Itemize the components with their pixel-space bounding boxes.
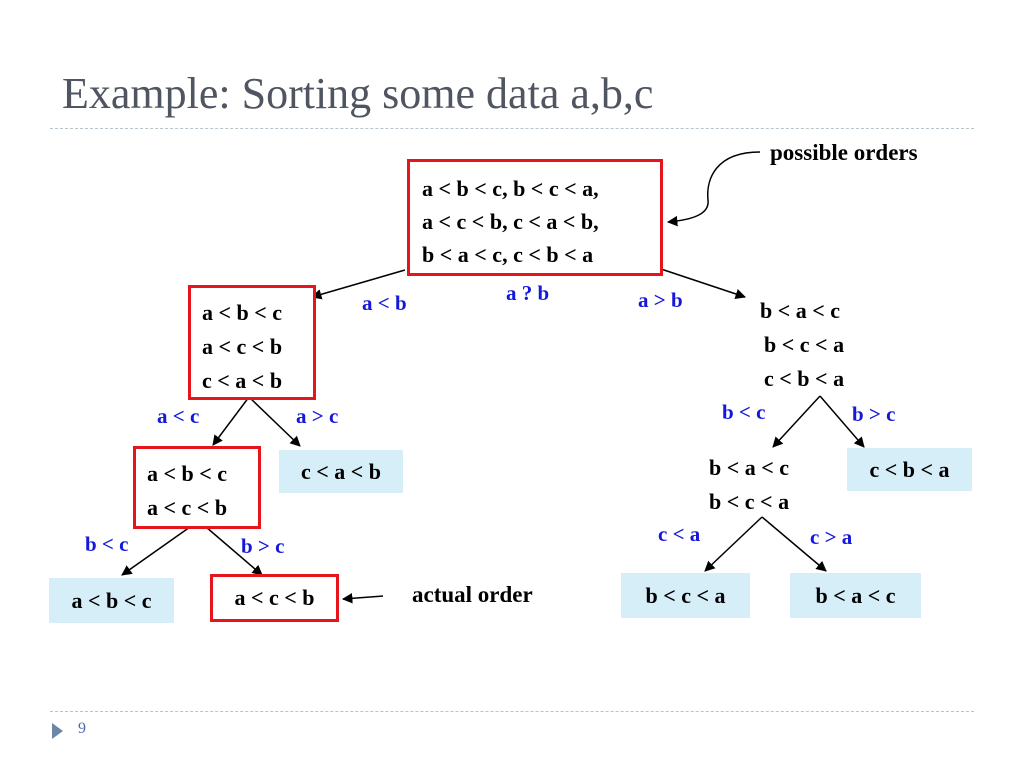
pointer-possible-orders: [666, 151, 761, 227]
root-node-line: a < b < c, b < c < a,: [422, 176, 599, 201]
edge-label-a-gt-c: a > c: [296, 404, 339, 428]
leaf-b-c-a: b < c < a: [621, 573, 750, 618]
right-node: b < a < c b < c < a c < b < a: [760, 294, 880, 396]
left-node: a < b < c a < c < b c < a < b: [188, 285, 316, 400]
bullet-triangle-icon: [52, 723, 63, 739]
edge-label-c-gt-a: c > a: [810, 525, 853, 549]
edge-label-a-gt-b: a > b: [638, 288, 683, 312]
root-node: a < b < c, b < c < a, a < c < b, c < a <…: [407, 159, 663, 276]
root-comparison-label: a ? b: [506, 281, 550, 305]
edge-leftleft-left: [121, 526, 191, 576]
edge-rightleft-left: [704, 516, 763, 572]
edge-root-right: [654, 266, 746, 299]
leaf-a-b-c: a < b < c: [49, 578, 174, 623]
root-node-line: a < c < b, c < a < b,: [422, 209, 599, 234]
page-number: 9: [78, 720, 86, 737]
right-node-line: b < a < c: [760, 298, 841, 323]
possible-orders-note: possible orders: [770, 140, 918, 165]
edge-leftleft-right: [205, 526, 263, 576]
leaf-b-a-c: b < a < c: [790, 573, 921, 618]
leaf-a-c-b-actual: a < c < b: [210, 574, 339, 622]
right-left-node-line: b < c < a: [709, 489, 790, 514]
left-left-node-line: a < b < c: [147, 461, 228, 486]
edge-label-right-b-lt-c: b < c: [722, 400, 766, 424]
edge-left-right: [248, 396, 301, 447]
edge-left-left: [212, 396, 250, 446]
edge-label-b-lt-c: b < c: [85, 532, 129, 556]
right-node-line: b < c < a: [764, 332, 845, 357]
title-divider: [50, 128, 974, 129]
pointer-actual-order: [341, 593, 384, 604]
edge-root-left: [310, 269, 406, 300]
edge-label-a-lt-c: a < c: [157, 404, 200, 428]
edge-right-right: [819, 395, 865, 448]
edge-label-c-lt-a: c < a: [658, 522, 701, 546]
edge-label-b-gt-c: b > c: [241, 534, 285, 558]
right-left-node-line: b < a < c: [709, 455, 790, 480]
left-node-line: a < b < c: [202, 300, 283, 325]
actual-order-note: actual order: [412, 582, 533, 607]
leaf-c-a-b: c < a < b: [279, 450, 403, 493]
left-left-node-line: a < c < b: [147, 495, 228, 520]
left-left-node: a < b < c a < c < b: [133, 446, 261, 529]
edge-label-right-b-gt-c: b > c: [852, 402, 896, 426]
footer-divider: [50, 711, 974, 712]
root-node-line: b < a < c, c < b < a: [422, 242, 594, 267]
edge-label-a-lt-b: a < b: [362, 291, 407, 315]
edge-right-left: [772, 395, 821, 448]
edge-rightleft-right: [761, 516, 827, 572]
left-node-line: a < c < b: [202, 334, 283, 359]
right-node-line: c < b < a: [764, 366, 845, 391]
left-node-line: c < a < b: [202, 368, 283, 393]
leaf-c-b-a: c < b < a: [847, 448, 972, 491]
right-left-node: b < a < c b < c < a: [709, 451, 829, 519]
slide-title: Example: Sorting some data a,b,c: [62, 69, 654, 118]
